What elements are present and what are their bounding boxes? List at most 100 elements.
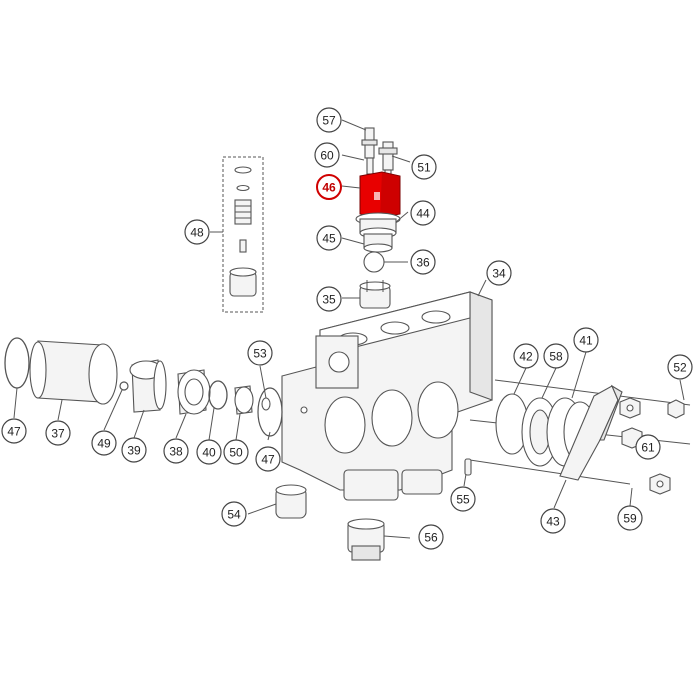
part-48-valve-kit [222,156,264,313]
callout-c40: 40 [196,439,222,465]
part-45-ring [363,233,393,253]
callout-circle [314,142,340,168]
callout-label: 42 [519,350,533,364]
part-47-oring-right [257,387,283,437]
part-47-oring-left [4,337,30,389]
part-52-nut [619,397,685,419]
callout-c38: 38 [163,438,189,464]
callout-circle [196,439,222,465]
part-57-stud [361,127,378,175]
callout-label: 41 [579,334,593,348]
callout-c41: 41 [573,327,599,353]
callout-circle [513,343,539,369]
callout-label: 61 [641,441,655,455]
part-36-ball [363,251,385,273]
callout-c58: 58 [543,343,569,369]
callout-c57: 57 [316,107,342,133]
callout-circle [45,420,71,446]
part-56-plug [347,518,385,561]
callout-label: 55 [456,493,470,507]
callout-c50: 50 [223,439,249,465]
callout-circle [316,174,342,200]
callout-c47a: 47 [1,418,27,444]
callout-circle [121,437,147,463]
callout-circle [1,418,27,444]
part-38-seal-retainer [177,369,211,415]
callout-c52: 52 [667,354,693,380]
callout-label: 47 [7,425,21,439]
callout-circle [450,486,476,512]
callout-circle [573,327,599,353]
callout-c48: 48 [184,219,210,245]
callout-circle [543,343,569,369]
callout-label: 48 [190,226,204,240]
part-37-sleeve [29,340,118,405]
callout-label: 60 [320,149,334,163]
callout-c56: 56 [418,524,444,550]
callout-label: 35 [322,293,336,307]
callout-c45: 45 [316,225,342,251]
callout-circle [410,200,436,226]
part-46-highlighted [359,171,401,219]
callout-circle [316,286,342,312]
callout-c42: 42 [513,343,539,369]
callout-label: 43 [546,515,560,529]
callout-label: 46 [322,181,336,195]
callout-c34: 34 [486,260,512,286]
callout-c53: 53 [247,340,273,366]
callout-circle [486,260,512,286]
callout-label: 57 [322,114,336,128]
callout-circle [667,354,693,380]
callout-label: 39 [127,444,141,458]
callout-label: 40 [202,446,216,460]
callout-circle [184,219,210,245]
callout-label: 52 [673,361,687,375]
callout-circle [223,439,249,465]
callout-c60: 60 [314,142,340,168]
callout-circle [247,340,273,366]
callout-c54: 54 [221,501,247,527]
callout-circle [316,225,342,251]
callout-c35: 35 [316,286,342,312]
callout-label: 36 [416,256,430,270]
callout-label: 38 [169,445,183,459]
callout-c43: 43 [540,508,566,534]
callout-c61: 61 [635,434,661,460]
callout-c49: 49 [91,430,117,456]
callout-label: 56 [424,531,438,545]
callout-c44: 44 [410,200,436,226]
callout-circle [411,154,437,180]
callout-circle [418,524,444,550]
callout-circle [410,249,436,275]
callout-circle [316,107,342,133]
callout-label: 59 [623,512,637,526]
callout-circle [617,505,643,531]
callout-label: 50 [229,446,243,460]
callout-circle [255,446,281,472]
part-54-plug [275,484,307,519]
part-40-ring [208,380,228,410]
callout-label: 34 [492,267,506,281]
part-34-manifold [281,291,493,501]
callout-labels: 57 60 51 46 44 45 36 48 35 34 53 42 58 41 52 47 37 49 39 38… [1,107,693,550]
part-50-seal [234,385,254,415]
callout-label: 58 [549,350,563,364]
part-35-cage [359,280,391,309]
part-53-oring [261,397,271,411]
callout-circle [91,430,117,456]
callout-c55: 55 [450,486,476,512]
callout-c59: 59 [617,505,643,531]
part-39-plunger-guide [129,359,167,413]
callout-circle [163,438,189,464]
part-43-bracket [559,384,623,481]
callout-label: 37 [51,427,65,441]
callout-circle [221,501,247,527]
callout-label: 51 [417,161,431,175]
callout-label: 47 [261,453,275,467]
callout-c39: 39 [121,437,147,463]
callout-c47b: 47 [255,446,281,472]
callout-c46: 46 [316,174,342,200]
part-55-pin [464,458,472,476]
callout-c36: 36 [410,249,436,275]
